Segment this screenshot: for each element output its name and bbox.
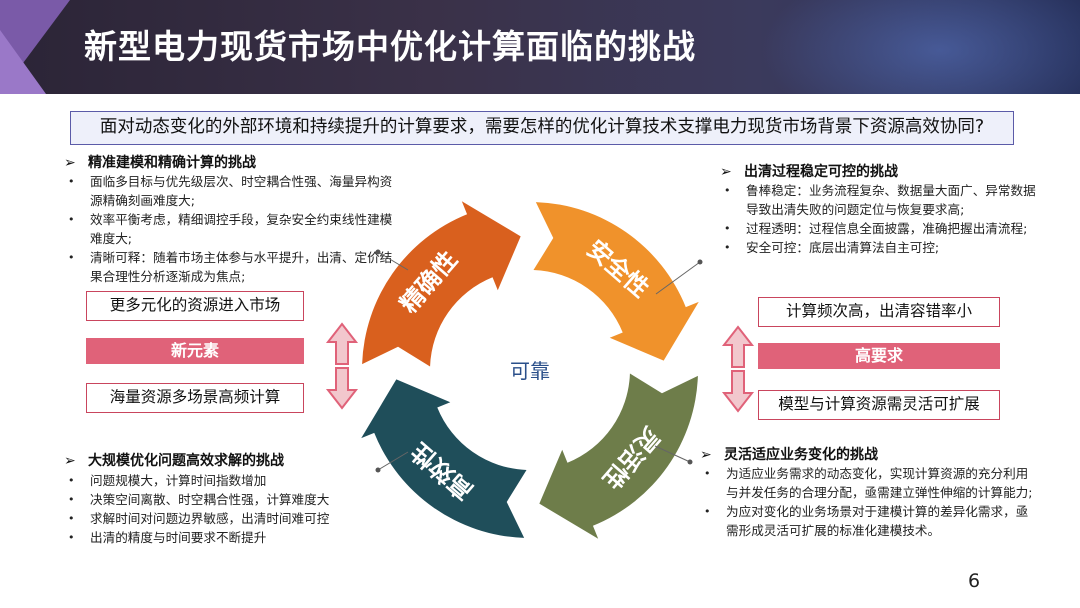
chevron-right-icon: ➢ bbox=[64, 155, 76, 171]
list-item: 清晰可释：随着市场主体参与水平提升，出清、定价结果合理性分析逐渐成为焦点; bbox=[64, 248, 394, 286]
list-item: 过程透明：过程信息全面披露，准确把握出清流程; bbox=[720, 219, 1040, 238]
list-item: 效率平衡考虑，精细调控手段，复杂安全约束线性建模难度大; bbox=[64, 210, 394, 248]
list-item: 求解时间对问题边界敏感，出清时间难可控 bbox=[64, 509, 394, 528]
banner-triangle-decoration-light bbox=[0, 30, 46, 94]
top-left-bullet-list: 面临多目标与优先级层次、时空耦合性强、海量异构资源精确刻画难度大; 效率平衡考虑… bbox=[64, 172, 394, 286]
title-banner: 新型电力现货市场中优化计算面临的挑战 bbox=[0, 0, 1080, 94]
cycle-segment-security bbox=[533, 202, 699, 361]
bottom-right-heading-text: 灵活适应业务变化的挑战 bbox=[724, 447, 878, 463]
chevron-right-icon: ➢ bbox=[720, 164, 732, 180]
bottom-left-bullet-list: 问题规模大，计算时间指数增加 决策空间离散、时空耦合性强，计算难度大 求解时间对… bbox=[64, 471, 394, 547]
top-right-heading-text: 出清过程稳定可控的挑战 bbox=[744, 164, 898, 180]
page-number: 6 bbox=[968, 570, 981, 592]
bottom-left-heading: ➢ 大规模优化问题高效求解的挑战 bbox=[64, 450, 284, 470]
cycle-center-label: 可靠 bbox=[510, 359, 550, 383]
list-item: 问题规模大，计算时间指数增加 bbox=[64, 471, 394, 490]
list-item: 安全可控：底层出清算法自主可控; bbox=[720, 238, 1040, 257]
left-double-arrow-icon bbox=[325, 322, 359, 410]
bottom-left-heading-text: 大规模优化问题高效求解的挑战 bbox=[88, 453, 284, 469]
cycle-segment-precision bbox=[362, 201, 521, 367]
left-new-element-bar: 新元素 bbox=[86, 338, 304, 364]
connector-line bbox=[655, 261, 701, 295]
list-item: 为应对变化的业务场景对于建模计算的差异化需求，亟需形成灵活可扩展的标准化建模技术… bbox=[700, 502, 1040, 540]
connector-line bbox=[654, 445, 691, 463]
list-item: 决策空间离散、时空耦合性强，计算难度大 bbox=[64, 490, 394, 509]
top-right-heading: ➢ 出清过程稳定可控的挑战 bbox=[720, 161, 898, 181]
bottom-right-heading: ➢ 灵活适应业务变化的挑战 bbox=[700, 444, 878, 464]
connector-dot bbox=[687, 459, 693, 465]
list-item: 为适应业务需求的动态变化，实现计算资源的充分利用与并发任务的合理分配，亟需建立弹… bbox=[700, 464, 1040, 502]
connector-dot bbox=[697, 259, 703, 265]
cycle-center-circle bbox=[438, 278, 622, 462]
top-left-heading: ➢ 精准建模和精确计算的挑战 bbox=[64, 152, 256, 172]
connector-line bbox=[377, 451, 409, 471]
right-high-requirement-bar: 高要求 bbox=[758, 343, 1000, 369]
connector-line bbox=[377, 251, 409, 271]
left-bottom-box: 海量资源多场景高频计算 bbox=[86, 383, 304, 413]
top-right-bullet-list: 鲁棒稳定：业务流程复杂、数据量大面广、异常数据导致出清失败的问题定位与恢复要求高… bbox=[720, 181, 1040, 257]
connector-dot bbox=[375, 249, 381, 255]
right-bottom-box: 模型与计算资源需灵活可扩展 bbox=[758, 390, 1000, 420]
left-top-box: 更多元化的资源进入市场 bbox=[86, 291, 304, 321]
right-double-arrow-icon bbox=[721, 325, 755, 413]
right-top-box: 计算频次高，出清容错率小 bbox=[758, 297, 1000, 327]
top-left-heading-text: 精准建模和精确计算的挑战 bbox=[88, 155, 256, 171]
list-item: 面临多目标与优先级层次、时空耦合性强、海量异构资源精确刻画难度大; bbox=[64, 172, 394, 210]
cycle-segment-flexibility bbox=[539, 373, 698, 539]
chevron-right-icon: ➢ bbox=[700, 447, 712, 463]
cycle-segment-efficiency bbox=[361, 379, 527, 538]
question-box: 面对动态变化的外部环境和持续提升的计算要求，需要怎样的优化计算技术支撑电力现货市… bbox=[70, 111, 1014, 145]
banner-glow bbox=[760, 0, 1080, 94]
list-item: 出清的精度与时间要求不断提升 bbox=[64, 528, 394, 547]
list-item: 鲁棒稳定：业务流程复杂、数据量大面广、异常数据导致出清失败的问题定位与恢复要求高… bbox=[720, 181, 1040, 219]
chevron-right-icon: ➢ bbox=[64, 453, 76, 469]
page-title: 新型电力现货市场中优化计算面临的挑战 bbox=[84, 27, 696, 66]
bottom-right-bullet-list: 为适应业务需求的动态变化，实现计算资源的充分利用与并发任务的合理分配，亟需建立弹… bbox=[700, 464, 1040, 540]
connector-dot bbox=[375, 467, 381, 473]
